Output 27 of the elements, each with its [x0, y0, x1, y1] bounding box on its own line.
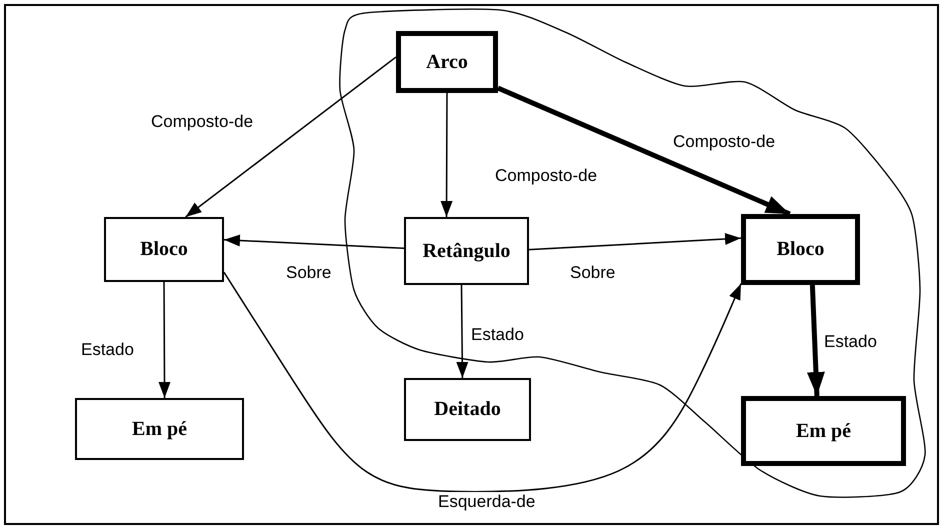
node-label: Em pé	[132, 418, 187, 440]
arrow	[806, 284, 825, 396]
concept-box	[396, 31, 498, 93]
node-label: Em pé	[796, 420, 851, 442]
node-label: Arco	[426, 50, 468, 74]
arrow	[158, 282, 170, 398]
arrow	[528, 233, 742, 250]
concept-box	[104, 217, 224, 282]
arrow	[223, 272, 742, 492]
concept-box	[75, 398, 244, 460]
edge-label: Composto-de	[672, 132, 776, 152]
concept-box	[404, 378, 531, 441]
concept-box	[404, 217, 529, 285]
node-label: Retângulo	[422, 240, 510, 262]
arrow	[224, 234, 404, 250]
edge-label: Composto-de	[494, 166, 598, 186]
node-label: Bloco	[776, 238, 824, 261]
arrow	[185, 56, 396, 218]
node-label: Deitado	[434, 398, 501, 421]
arrow	[456, 285, 468, 378]
edge-label: Composto-de	[150, 112, 254, 132]
arrow	[440, 93, 453, 217]
node-label: Bloco	[140, 238, 188, 261]
concept-box	[741, 396, 906, 466]
concept-box	[741, 214, 860, 285]
edge-label: Esquerda-de	[437, 492, 536, 512]
arrow	[497, 86, 791, 216]
